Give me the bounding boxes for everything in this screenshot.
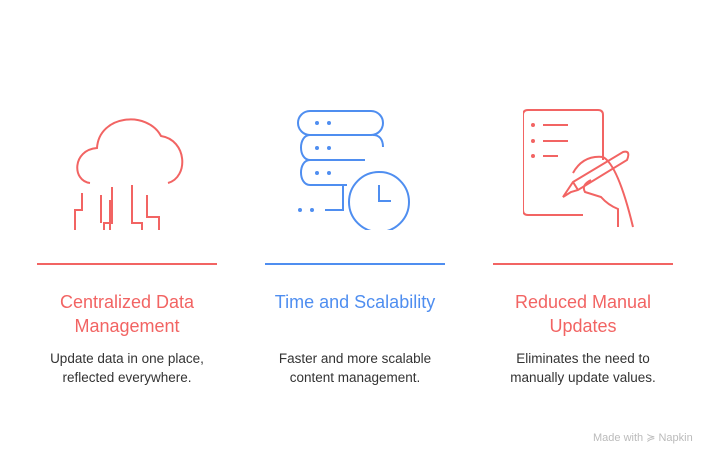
item-centralized-data: Centralized Data Management Update data …: [37, 0, 217, 452]
item-reduced-manual: Reduced Manual Updates Eliminates the ne…: [493, 0, 673, 452]
item-description: Eliminates the need to manually update v…: [510, 351, 656, 385]
server-clock-icon: [297, 110, 410, 230]
footer-label: Made with: [593, 432, 644, 444]
cloud-network-icon: [74, 118, 184, 230]
item-title: Centralized Data Management: [59, 292, 195, 336]
item-title: Reduced Manual Updates: [514, 292, 652, 336]
napkin-watermark: Made with ≽ Napkin: [593, 431, 693, 444]
footer-brand: Napkin: [658, 432, 693, 444]
divider: [493, 263, 673, 265]
item-title: Time and Scalability: [274, 292, 436, 312]
item-description: Update data in one place, reflected ever…: [50, 351, 204, 385]
divider: [37, 263, 217, 265]
item-description: Faster and more scalable content managem…: [278, 351, 432, 385]
divider: [265, 263, 445, 265]
item-time-scalability: Time and Scalability Faster and more sca…: [265, 0, 445, 452]
hand-writing-list-icon: [523, 109, 634, 228]
napkin-logo-icon: ≽: [646, 432, 656, 444]
